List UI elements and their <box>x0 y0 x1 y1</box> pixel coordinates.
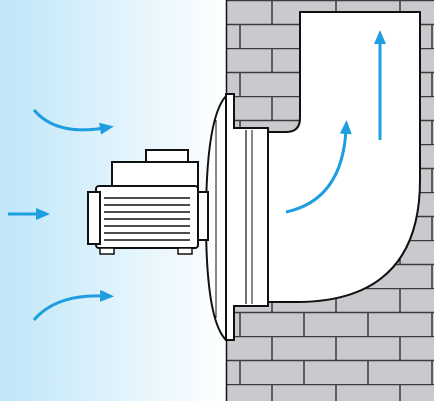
motor-body <box>95 185 199 249</box>
mounting-flange <box>225 93 269 341</box>
cooling-fins <box>104 197 190 241</box>
curved-arrow-up-icon <box>285 120 352 214</box>
electric-motor <box>87 149 209 255</box>
fan-housing <box>204 93 269 343</box>
motor-end-cap <box>87 191 101 245</box>
curved-arrow-right-icon <box>32 109 114 135</box>
curved-arrow-right-icon <box>32 289 114 321</box>
